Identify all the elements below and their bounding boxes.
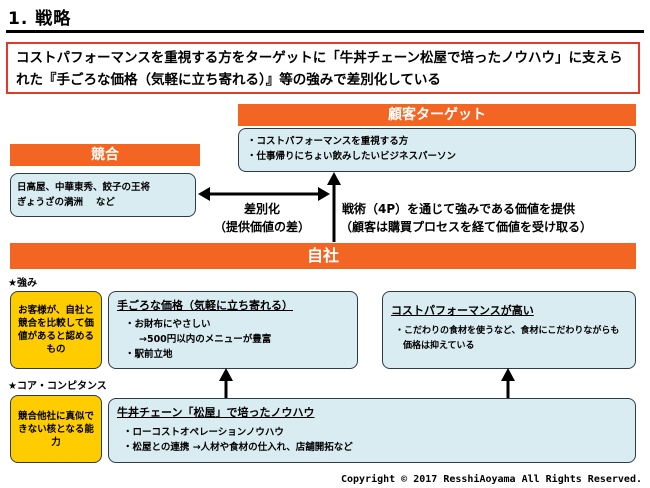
company-label: 自社: [306, 246, 339, 265]
strengths-label: ★強み: [8, 278, 37, 289]
strength-cost-box: コストパフォーマンスが高い ・こだわりの食材を使うなど、食材にこだわりながらも …: [382, 291, 636, 369]
competition-line-2: ぎょうざの満洲 など: [17, 197, 115, 208]
core-line-1: ・ローコストオペレーションノウハウ: [123, 427, 284, 438]
competition-header: 競合: [10, 144, 200, 166]
target-item-1: ・コストパフォーマンスを重視する方: [247, 136, 409, 147]
strengths-note: お客様が、自社と競合を比較して価値があると認めるもの: [10, 291, 102, 369]
competition-line-1: 日高屋、中華東秀、餃子の王将: [17, 182, 151, 193]
strategy-text: 戦術（4P）を通じて強みである価値を提供 （顧客は購買プロセスを経て価値を受け取…: [340, 200, 640, 236]
strength-cost-heading: コストパフォーマンスが高い: [391, 304, 534, 317]
core-box: 牛丼チェーン「松屋」で培ったノウハウ ・ローコストオペレーションノウハウ ・松屋…: [108, 398, 636, 463]
strength-price-heading: 手ごろな価格（気軽に立ち寄れる）: [117, 299, 293, 312]
page-title: 1. 戦略: [8, 9, 72, 29]
core-note-text: 競合他社に真似できない核となる能力: [17, 410, 94, 448]
strategy-summary: コストパフォーマンスを重視する方をターゲットに「牛丼チェーン松屋で培ったノウハウ…: [6, 42, 640, 94]
strength-price-line-3: ・駅前立地: [125, 349, 173, 360]
competition-box: 日高屋、中華東秀、餃子の王将 ぎょうざの満洲 など: [10, 173, 196, 217]
core-label: ★コア・コンピタンス: [8, 381, 107, 392]
target-label: 顧客ターゲット: [388, 107, 486, 123]
strength-cost-line-1: ・こだわりの食材を使うなど、食材にこだわりながらも: [395, 326, 620, 336]
strength-price-line-1: ・お財布にやさしい: [125, 319, 211, 330]
target-item-2: ・仕事帰りにちょい飲みしたいビジネスパーソン: [247, 151, 457, 162]
competition-label: 競合: [91, 147, 119, 163]
differentiation-line-1: 差別化: [243, 202, 280, 216]
differentiation-line-2: （提供価値の差）: [213, 220, 310, 234]
strategy-line-1: 戦術（4P）を通じて強みである価値を提供: [342, 202, 576, 216]
title-divider: [6, 30, 644, 33]
target-header: 顧客ターゲット: [238, 104, 636, 126]
strength-price-line-2: →500円以内のメニューが豊富: [139, 334, 272, 345]
differentiation-text: 差別化 （提供価値の差）: [196, 200, 328, 236]
core-heading: 牛丼チェーン「松屋」で培ったノウハウ: [117, 406, 315, 419]
strength-cost-line-2: 価格は抑えている: [403, 341, 475, 351]
up-arrow-icon: [327, 172, 341, 242]
strengths-note-text: お客様が、自社と競合を比較して価値があると認めるもの: [17, 305, 94, 355]
strength-price-box: 手ごろな価格（気軽に立ち寄れる） ・お財布にやさしい →500円以内のメニューが…: [108, 291, 358, 369]
copyright-text: Copyright © 2017 ResshiAoyama All Rights…: [340, 474, 642, 485]
core-line-2: ・松屋との連携 →人材や食材の仕入れ、店舗開拓など: [123, 442, 353, 453]
core-note: 競合他社に真似できない核となる能力: [10, 395, 102, 463]
company-header: 自社: [10, 243, 636, 269]
double-arrow-icon: [198, 187, 330, 201]
strategy-line-2: （顧客は購買プロセスを経て価値を受け取る）: [340, 220, 593, 234]
target-box: ・コストパフォーマンスを重視する方 ・仕事帰りにちょい飲みしたいビジネスパーソン: [238, 128, 636, 172]
